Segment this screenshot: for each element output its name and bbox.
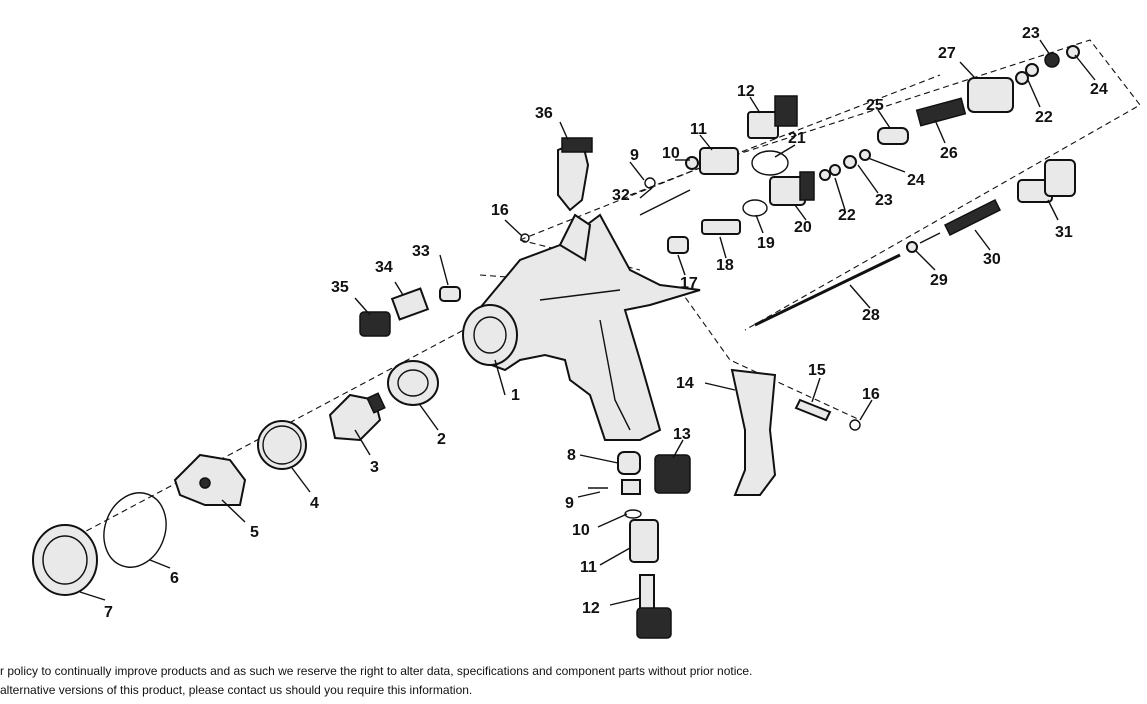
exploded-parts-diagram: 1 2 3 4 5 6 7 8 9 9 10 10 11 11 12 12 13… (32, 25, 1141, 639)
pin-15 (794, 398, 832, 422)
callout-4: 4 (310, 495, 319, 512)
clip-16 (520, 233, 861, 431)
callout-7: 7 (104, 604, 113, 621)
callout-20: 20 (794, 219, 812, 236)
callout-14: 14 (676, 375, 694, 392)
callout-5: 5 (250, 524, 259, 541)
spring-30 (943, 198, 1002, 237)
callout-19: 19 (757, 235, 775, 252)
leader-lines (79, 39, 1096, 606)
callout-23-lower: 23 (875, 192, 893, 209)
needle-valve-parts (639, 95, 798, 216)
callout-9-bottom: 9 (565, 495, 574, 512)
callout-13: 13 (673, 426, 691, 443)
hook-14 (730, 368, 777, 496)
callout-12-bottom: 12 (582, 600, 600, 617)
callout-17: 17 (680, 275, 698, 292)
callout-labels: 1 2 3 4 5 6 7 8 9 9 10 10 11 11 12 12 13… (104, 25, 1108, 621)
fluid-nozzle-3 (328, 392, 386, 442)
callout-18: 18 (716, 257, 734, 274)
retaining-ring-7 (32, 524, 98, 596)
callout-36: 36 (535, 105, 553, 122)
callout-24-lower: 24 (907, 172, 925, 189)
air-valve-parts (877, 45, 1080, 145)
callout-1: 1 (511, 387, 520, 404)
callout-11-bottom: 11 (580, 559, 597, 576)
o-ring-6 (103, 492, 167, 568)
callout-28: 28 (862, 307, 880, 324)
callout-15: 15 (808, 362, 826, 379)
seal-ring-4 (257, 420, 307, 470)
bottom-valve-stack (588, 451, 691, 639)
versions-note: alternative versions of this product, pl… (0, 683, 473, 697)
callout-3: 3 (370, 459, 379, 476)
footer-notes: r policy to continually improve products… (0, 662, 1147, 700)
callout-8: 8 (567, 447, 576, 464)
inlet-36 (557, 137, 593, 212)
callout-10-top: 10 (662, 145, 680, 162)
adjuster-31 (1017, 159, 1076, 203)
callout-29: 29 (930, 272, 948, 289)
gun-body (462, 213, 701, 441)
callout-16-right: 16 (862, 386, 880, 403)
callout-32: 32 (612, 187, 630, 204)
ring-2 (387, 360, 439, 406)
callout-24-upper: 24 (1090, 81, 1108, 98)
callout-12-top: 12 (737, 83, 755, 100)
callout-34: 34 (375, 259, 393, 276)
callout-6: 6 (170, 570, 179, 587)
callout-26: 26 (940, 145, 958, 162)
callout-27: 27 (938, 45, 956, 62)
callout-11-top: 11 (690, 121, 707, 138)
callout-33: 33 (412, 243, 430, 260)
callout-22-upper: 22 (1035, 109, 1053, 126)
callout-30: 30 (983, 251, 1001, 268)
callout-35: 35 (331, 279, 349, 296)
needle-28 (754, 232, 941, 327)
callout-31: 31 (1055, 224, 1073, 241)
callout-23-upper: 23 (1022, 25, 1040, 42)
callout-2: 2 (437, 431, 446, 448)
callout-22-lower: 22 (838, 207, 856, 224)
callout-25: 25 (866, 97, 884, 114)
air-cap-5 (173, 453, 247, 506)
callout-10-bottom: 10 (572, 522, 590, 539)
callout-9-top: 9 (630, 147, 639, 164)
spring-and-piston-parts (667, 149, 871, 254)
policy-note: r policy to continually improve products… (0, 664, 753, 678)
callout-16-top: 16 (491, 202, 509, 219)
callout-21: 21 (788, 130, 806, 147)
adjuster-parts-33-35 (359, 286, 461, 337)
